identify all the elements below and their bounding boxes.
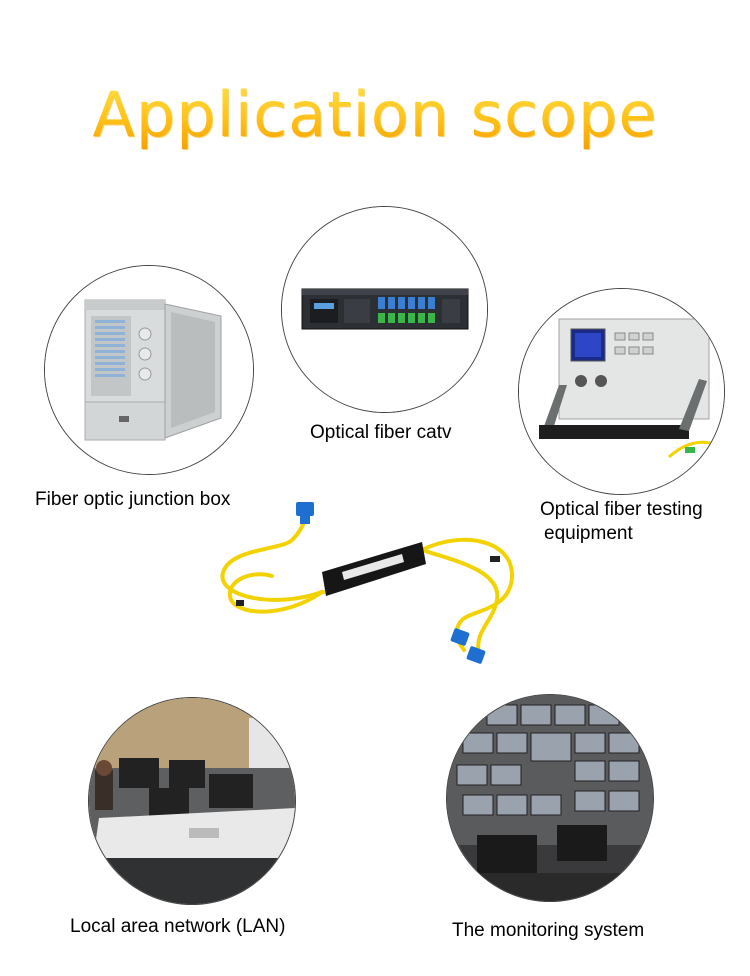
- fiber-splitter-image: [212, 500, 522, 680]
- testing-equipment-label: Optical fiber testing equipment: [540, 498, 730, 546]
- testing-label-line1: Optical fiber testing: [540, 499, 703, 520]
- lan-label: Local area network (LAN): [70, 916, 286, 937]
- lan-image: [88, 697, 296, 905]
- monitoring-label: The monitoring system: [452, 920, 645, 941]
- junction-box-image: [44, 265, 254, 475]
- catv-label: Optical fiber catv: [310, 422, 452, 443]
- catv-image: [281, 206, 488, 413]
- monitoring-image: [446, 694, 654, 902]
- junction-box-label: Fiber optic junction box: [35, 489, 231, 510]
- page-title: Application scope: [0, 78, 750, 151]
- testing-label-line2: equipment: [544, 523, 633, 544]
- testing-equipment-image: [518, 288, 725, 495]
